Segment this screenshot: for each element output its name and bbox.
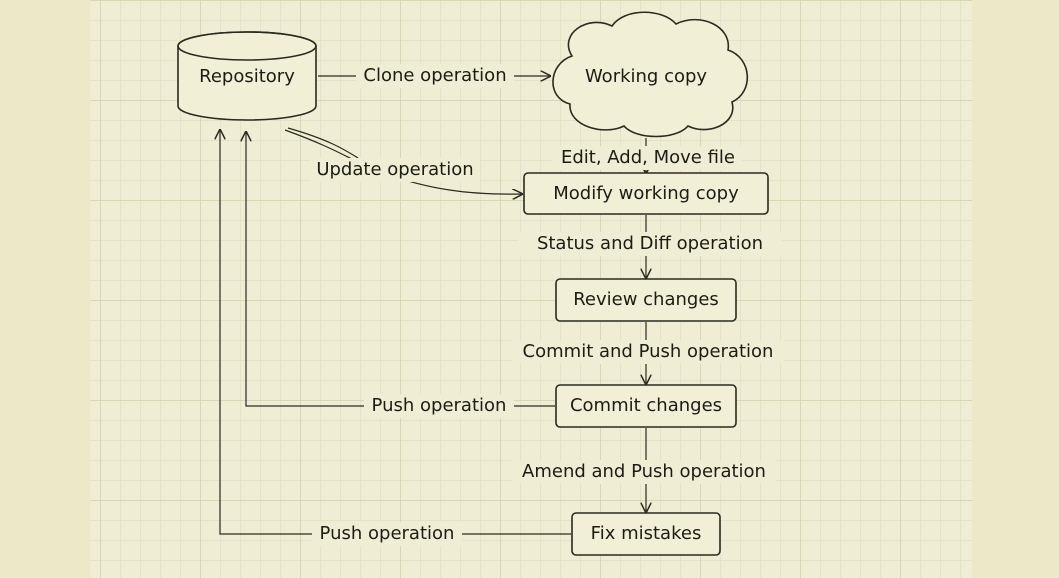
label-clone: Clone operation [356, 64, 514, 88]
node-commit-label: Commit changes [570, 395, 722, 416]
svg-text:Push operation: Push operation [320, 523, 455, 544]
label-commit-push: Commit and Push operation [512, 340, 784, 364]
svg-text:Update operation: Update operation [316, 159, 473, 180]
svg-text:Status and Diff operation: Status and Diff operation [537, 233, 763, 254]
node-modify-label: Modify working copy [553, 183, 739, 204]
svg-text:Push operation: Push operation [372, 395, 507, 416]
svg-text:Edit, Add, Move file: Edit, Add, Move file [561, 147, 735, 168]
node-repository-label: Repository [199, 66, 295, 87]
node-fix-label: Fix mistakes [591, 523, 702, 544]
node-commit-changes[interactable]: Commit changes [555, 384, 737, 428]
node-working-copy-label: Working copy [585, 66, 707, 87]
node-review-label: Review changes [573, 289, 719, 310]
svg-text:Clone operation: Clone operation [363, 65, 506, 86]
svg-text:Commit and Push operation: Commit and Push operation [523, 341, 774, 362]
node-modify-working-copy[interactable]: Modify working copy [523, 172, 769, 215]
label-edit: Edit, Add, Move file [552, 146, 742, 170]
label-push-from-fix: Push operation [312, 522, 462, 546]
node-working-copy[interactable]: Working copy [552, 11, 749, 138]
label-amend-push: Amend and Push operation [512, 460, 776, 484]
node-review-changes[interactable]: Review changes [555, 278, 737, 322]
label-update: Update operation [310, 158, 480, 182]
edge-update-sketch [287, 127, 359, 159]
svg-text:Amend and Push operation: Amend and Push operation [522, 461, 766, 482]
node-fix-mistakes[interactable]: Fix mistakes [571, 512, 721, 556]
node-repository[interactable]: Repository [177, 31, 317, 121]
label-push-from-commit: Push operation [364, 394, 514, 418]
label-status-diff: Status and Diff operation [518, 232, 782, 256]
